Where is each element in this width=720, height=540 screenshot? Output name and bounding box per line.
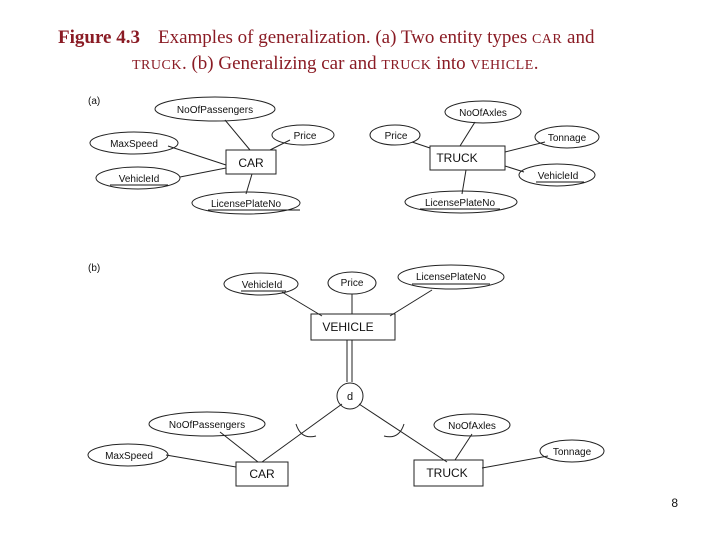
attr-truck-tonnage: Tonnage <box>548 133 587 144</box>
line-vehicle-vehicleid <box>281 291 323 317</box>
attr-vehicle-vehicle-id: VehicleId <box>242 280 283 291</box>
part-a-label: (a) <box>88 96 100 107</box>
line-car-vehicleid <box>179 167 227 178</box>
entity-box-car-a <box>225 149 277 175</box>
subset-symbol-car <box>295 423 317 438</box>
figure-caption: Figure 4.3 Examples of generalization. (a… <box>58 26 698 78</box>
caption-end: . <box>533 53 539 74</box>
caption-text: Examples of generalization. (a) Two enti… <box>157 27 528 48</box>
page-number: 8 <box>671 496 678 510</box>
attr-ellipse-truck-tonnage <box>534 125 600 149</box>
line-truck-tonnage-b <box>481 455 549 469</box>
entity-vehicle: VEHICLE <box>322 320 373 334</box>
entity-box-car-b <box>235 461 289 487</box>
attr-car-max-speed-b: MaxSpeed <box>105 451 153 462</box>
attr-ellipse-truck-license <box>404 190 518 214</box>
attr-ellipse-car-nop <box>154 96 276 122</box>
entity-box-vehicle <box>310 313 396 341</box>
attr-truck-license-plate-no: LicensePlateNo <box>425 198 495 209</box>
part-b-label: (b) <box>88 263 100 274</box>
caption-truck-2: TRUCK <box>381 58 432 73</box>
entity-truck-b: TRUCK <box>426 466 467 480</box>
attr-truck-no-of-axles-b: NoOfAxles <box>448 421 496 432</box>
attr-ellipse-maxspeed-b <box>87 443 169 467</box>
attr-car-vehicle-id: VehicleId <box>119 174 160 185</box>
entity-box-truck-a <box>429 145 506 171</box>
attr-ellipse-truck-price <box>369 124 421 146</box>
attr-car-license-plate-no: LicensePlateNo <box>211 199 281 210</box>
attr-ellipse-license-b <box>397 264 505 290</box>
attr-truck-vehicle-id: VehicleId <box>538 171 579 182</box>
attr-car-max-speed: MaxSpeed <box>110 139 158 150</box>
line-truck-license <box>461 169 467 195</box>
attr-vehicle-price: Price <box>341 278 364 289</box>
figure-label: Figure 4.3 <box>58 27 140 48</box>
attr-ellipse-vehicleid-b <box>223 272 299 296</box>
line-car-nop <box>224 119 251 151</box>
attr-vehicle-license-plate-no: LicensePlateNo <box>416 272 486 283</box>
caption-and: and <box>567 27 595 48</box>
entity-car-a: CAR <box>238 156 264 170</box>
attr-ellipse-price-b <box>327 271 377 295</box>
attr-ellipse-car-license <box>191 191 301 215</box>
attr-ellipse-tonnage-b <box>539 439 605 463</box>
entity-car-b: CAR <box>249 467 275 481</box>
line-truck-price <box>411 141 431 149</box>
line-car-nop-b <box>219 431 259 463</box>
caption-into: into <box>436 53 466 74</box>
line-vehicle-license <box>389 289 433 317</box>
subset-symbol-truck <box>383 423 405 438</box>
attr-ellipse-nop-b <box>148 411 266 437</box>
attr-truck-tonnage-b: Tonnage <box>553 447 592 458</box>
line-truck-axles <box>459 121 476 147</box>
caption-car: CAR <box>531 32 563 47</box>
attr-ellipse-car-maxspeed <box>89 131 179 155</box>
attr-car-no-of-passengers-b: NoOfPassengers <box>169 420 245 431</box>
caption-line-2: TRUCK. (b) Generalizing car and TRUCK in… <box>58 52 698 78</box>
attr-ellipse-truck-vehicleid <box>518 163 596 187</box>
attr-ellipse-car-vehicleid <box>95 166 181 190</box>
attr-truck-no-of-axles: NoOfAxles <box>459 108 507 119</box>
line-truck-tonnage <box>504 141 546 153</box>
caption-text-2: . (b) Generalizing car and <box>181 53 377 74</box>
line-car-price <box>269 139 291 151</box>
attr-car-price: Price <box>294 131 317 142</box>
attr-car-no-of-passengers: NoOfPassengers <box>177 105 253 116</box>
attr-ellipse-truck-axles <box>444 100 522 124</box>
attr-ellipse-axles-b <box>433 413 511 437</box>
line-car-maxspeed <box>167 145 227 166</box>
line-d-truck <box>358 403 448 463</box>
caption-vehicle: VEHICLE <box>470 58 534 73</box>
disjoint-circle <box>336 382 364 410</box>
attr-ellipse-car-price <box>271 124 335 146</box>
attr-truck-price: Price <box>385 131 408 142</box>
entity-truck-a: TRUCK <box>436 151 477 165</box>
line-car-maxspeed-b <box>165 454 237 468</box>
line-car-license <box>245 173 253 195</box>
entity-box-truck-b <box>413 459 484 487</box>
line-truck-axles-b <box>454 433 473 461</box>
caption-line-1: Figure 4.3 Examples of generalization. (a… <box>58 26 698 52</box>
caption-truck: TRUCK <box>132 58 182 73</box>
disjoint-symbol: d <box>347 391 353 403</box>
line-d-car <box>261 403 343 463</box>
